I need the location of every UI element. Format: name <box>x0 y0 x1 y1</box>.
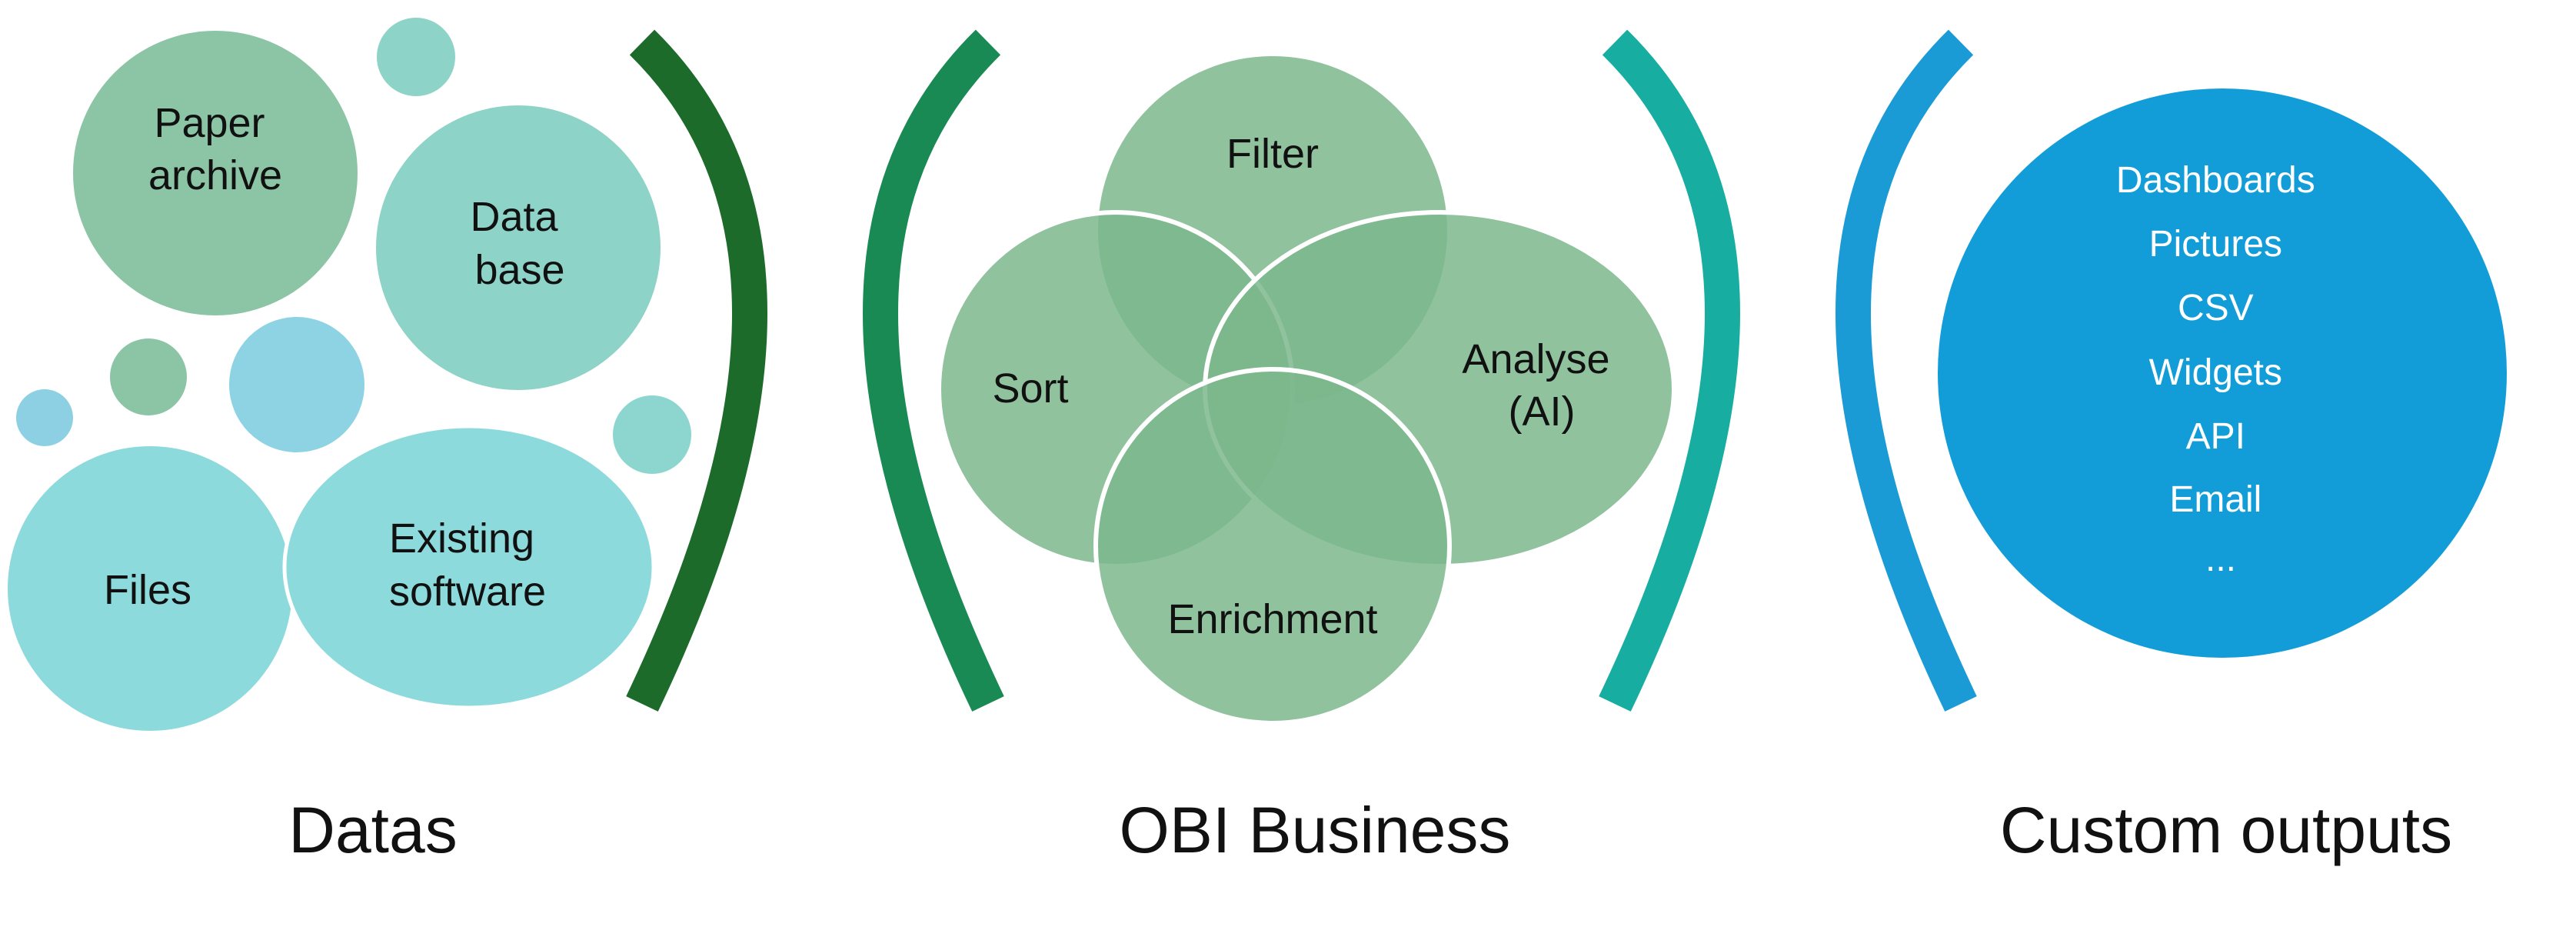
section-title-outputs: Custom outputs <box>2000 794 2452 866</box>
paper-archive-label: Paper archive <box>148 100 282 198</box>
small-cyan-dot <box>613 395 691 474</box>
obi-open-bracket <box>863 29 1004 712</box>
obi-group: Filter Sort Analyse (AI) Enrichment <box>937 52 1676 725</box>
sort-label: Sort <box>992 365 1068 412</box>
output-item: Pictures <box>2149 224 2282 265</box>
output-item: Widgets <box>2149 352 2282 393</box>
datas-close-bracket <box>626 29 767 712</box>
output-item: ... <box>2205 539 2236 579</box>
datas-group: Paper archive Data base Files Existing s… <box>8 18 691 731</box>
files-label: Files <box>104 567 191 613</box>
section-title-datas: Datas <box>288 794 457 866</box>
filter-label: Filter <box>1226 131 1319 177</box>
output-item: Email <box>2169 479 2261 520</box>
enrichment-circle <box>1093 367 1452 725</box>
tiny-blue-dot <box>16 389 73 446</box>
outputs-list: Dashboards Pictures CSV Widgets API Emai… <box>2116 160 2325 579</box>
output-item: Dashboards <box>2116 160 2315 201</box>
paper-archive-circle <box>73 31 358 315</box>
obi-close-bracket <box>1599 29 1740 712</box>
small-green-dot <box>110 338 187 415</box>
small-teal-dot <box>377 18 455 96</box>
outputs-group: Dashboards Pictures CSV Widgets API Emai… <box>1938 88 2507 658</box>
database-circle <box>376 105 661 390</box>
analyse-label: Analyse (AI) <box>1462 336 1621 435</box>
existing-software-label: Existing software <box>389 515 546 615</box>
enrichment-label: Enrichment <box>1167 596 1377 642</box>
outputs-circle <box>1938 88 2507 658</box>
section-title-obi: OBI Business <box>1120 794 1511 866</box>
outputs-open-bracket <box>1835 29 1977 712</box>
files-circle <box>8 446 292 731</box>
existing-software-ellipse <box>282 424 656 710</box>
blue-dot <box>229 317 364 452</box>
output-item: API <box>2186 416 2245 457</box>
output-item: CSV <box>2178 288 2254 328</box>
database-label: Data base <box>470 194 569 293</box>
